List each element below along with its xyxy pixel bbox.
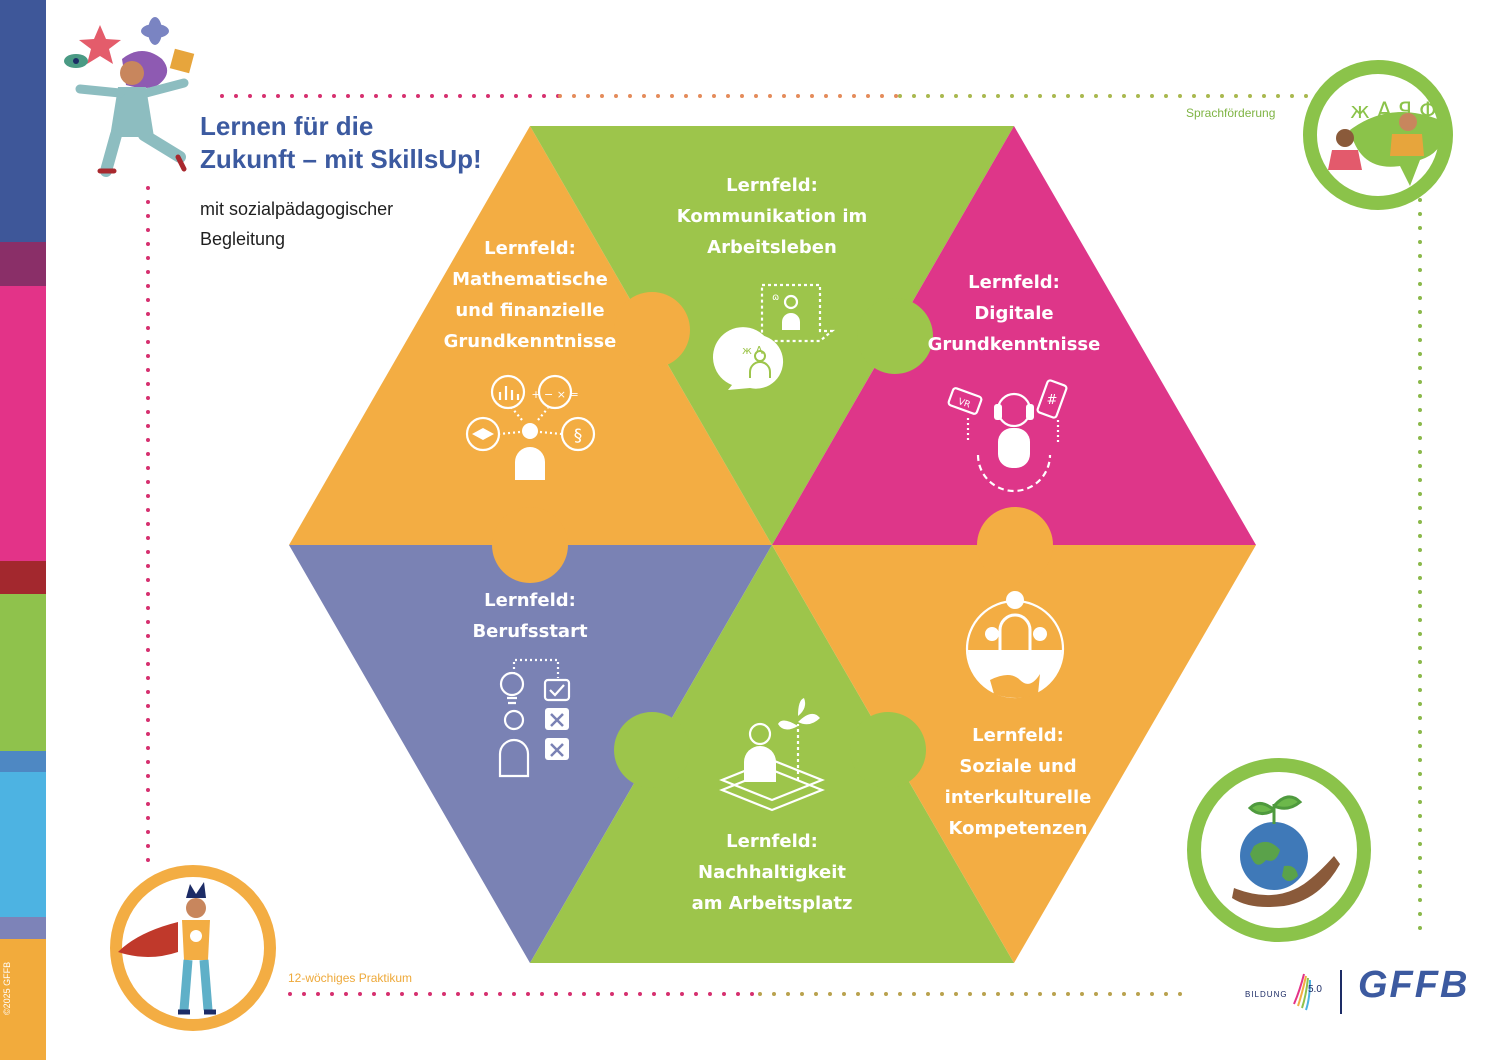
title-line-2: Zukunft – mit SkillsUp! — [200, 144, 482, 174]
paragraph-symbol: § — [574, 426, 583, 446]
bildung-version: 5.0 — [1308, 984, 1322, 995]
communication-icon: ɷ ж A — [713, 283, 836, 390]
piece-digital — [772, 126, 1256, 545]
communication-line-1: Lernfeld: — [726, 175, 818, 196]
hash-symbol: # — [1047, 393, 1058, 408]
subtitle-line-1: mit sozialpädagogischer — [200, 199, 394, 219]
stripe-segment-plum — [0, 242, 46, 286]
career-icon — [498, 658, 571, 778]
piece-communication — [530, 126, 1014, 545]
stripe-segment-pink — [0, 286, 46, 561]
head-shape — [120, 61, 144, 85]
logo-separator — [1340, 970, 1342, 1014]
caption-language: Sprachförderung — [1186, 106, 1276, 120]
comm-letters: ж A — [742, 344, 763, 357]
social-line-2: Soziale und — [959, 756, 1076, 777]
piece-career — [289, 545, 772, 963]
page-subtitle: mit sozialpädagogischer Begleitung — [200, 194, 393, 254]
sustainability-line-1: Lernfeld: — [726, 831, 818, 852]
label-math: Lernfeld: Mathematische und finanzielle … — [444, 238, 617, 352]
digital-line-2: Digitale — [974, 303, 1053, 324]
stripe-segment-lavender — [0, 917, 46, 939]
math-line-1: Lernfeld: — [484, 238, 576, 259]
bildung-logo-swoosh — [1293, 973, 1311, 1011]
communication-line-2: Kommunikation im — [677, 206, 868, 227]
globe-circle — [1187, 758, 1371, 942]
stripe-segment-blue — [0, 0, 46, 242]
piece-social — [772, 545, 1256, 963]
social-line-3: interkulturelle — [945, 787, 1092, 808]
math-finance-icon: + − × = § — [465, 374, 596, 480]
sustainability-line-3: am Arbeitsplatz — [692, 893, 853, 914]
communication-line-3: Arbeitsleben — [707, 237, 837, 258]
juggler-illustration — [64, 17, 195, 177]
gffb-logo: GFFB — [1358, 964, 1470, 1006]
digital-line-1: Lernfeld: — [968, 272, 1060, 293]
career-line-1: Lernfeld: — [484, 590, 576, 611]
stripe-segment-lightblue — [0, 772, 46, 917]
knob-math-bottom — [492, 507, 568, 583]
math-ops-symbols: + − × = — [531, 388, 578, 401]
vr-label: VR — [956, 397, 971, 411]
checkbox-checked-icon — [543, 678, 571, 702]
social-line-4: Kompetenzen — [949, 818, 1088, 839]
label-social: Lernfeld: Soziale und interkulturelle Ko… — [945, 725, 1092, 839]
label-communication: Lernfeld: Kommunikation im Arbeitsleben — [677, 175, 868, 258]
page-title: Lernen für die Zukunft – mit SkillsUp! — [200, 110, 482, 176]
superhero-circle — [110, 865, 276, 1031]
cube-icon — [169, 48, 195, 74]
lightbulb-icon — [499, 671, 525, 697]
math-line-4: Grundkenntnisse — [444, 331, 617, 352]
math-line-2: Mathematische — [452, 269, 608, 290]
label-sustainability: Lernfeld: Nachhaltigkeit am Arbeitsplatz — [692, 831, 853, 914]
career-line-2: Berufsstart — [472, 621, 588, 642]
sustainability-line-2: Nachhaltigkeit — [698, 862, 846, 883]
bildung-logo-text: BILDUNG — [1245, 990, 1288, 999]
label-digital: Lernfeld: Digitale Grundkenntnisse — [928, 272, 1101, 355]
label-career: Lernfeld: Berufsstart — [472, 590, 588, 642]
social-intercultural-icon — [965, 591, 1065, 699]
caption-internship: 12-wöchiges Praktikum — [288, 971, 413, 985]
knob-communication — [857, 298, 933, 374]
piece-math — [289, 126, 772, 545]
language-letters: ж A ꟼ Φ — [1350, 99, 1436, 124]
knob-math — [614, 292, 690, 368]
sustainability-icon — [719, 698, 825, 812]
social-line-1: Lernfeld: — [972, 725, 1064, 746]
title-line-1: Lernen für die — [200, 111, 374, 141]
math-line-3: und finanzielle — [455, 300, 604, 321]
digital-icon: VR # — [947, 379, 1068, 493]
stripe-segment-midblue — [0, 751, 46, 772]
knob-sustainability-left — [614, 712, 690, 788]
language-circle: ж A ꟼ Φ — [1303, 60, 1453, 210]
cape-shape — [118, 922, 178, 957]
knob-social — [977, 507, 1053, 583]
stripe-segment-red — [0, 561, 46, 594]
knob-sustainability-right — [850, 712, 926, 788]
body-shape — [110, 87, 154, 137]
digital-line-3: Grundkenntnisse — [928, 334, 1101, 355]
star-icon — [79, 25, 121, 64]
hand-shape — [1232, 856, 1340, 907]
svg-text:ɷ: ɷ — [772, 292, 779, 303]
subtitle-line-2: Begleitung — [200, 229, 286, 249]
stripe-segment-green — [0, 594, 46, 751]
side-color-stripe — [0, 0, 46, 1060]
stripe-segment-orange — [0, 939, 46, 1060]
